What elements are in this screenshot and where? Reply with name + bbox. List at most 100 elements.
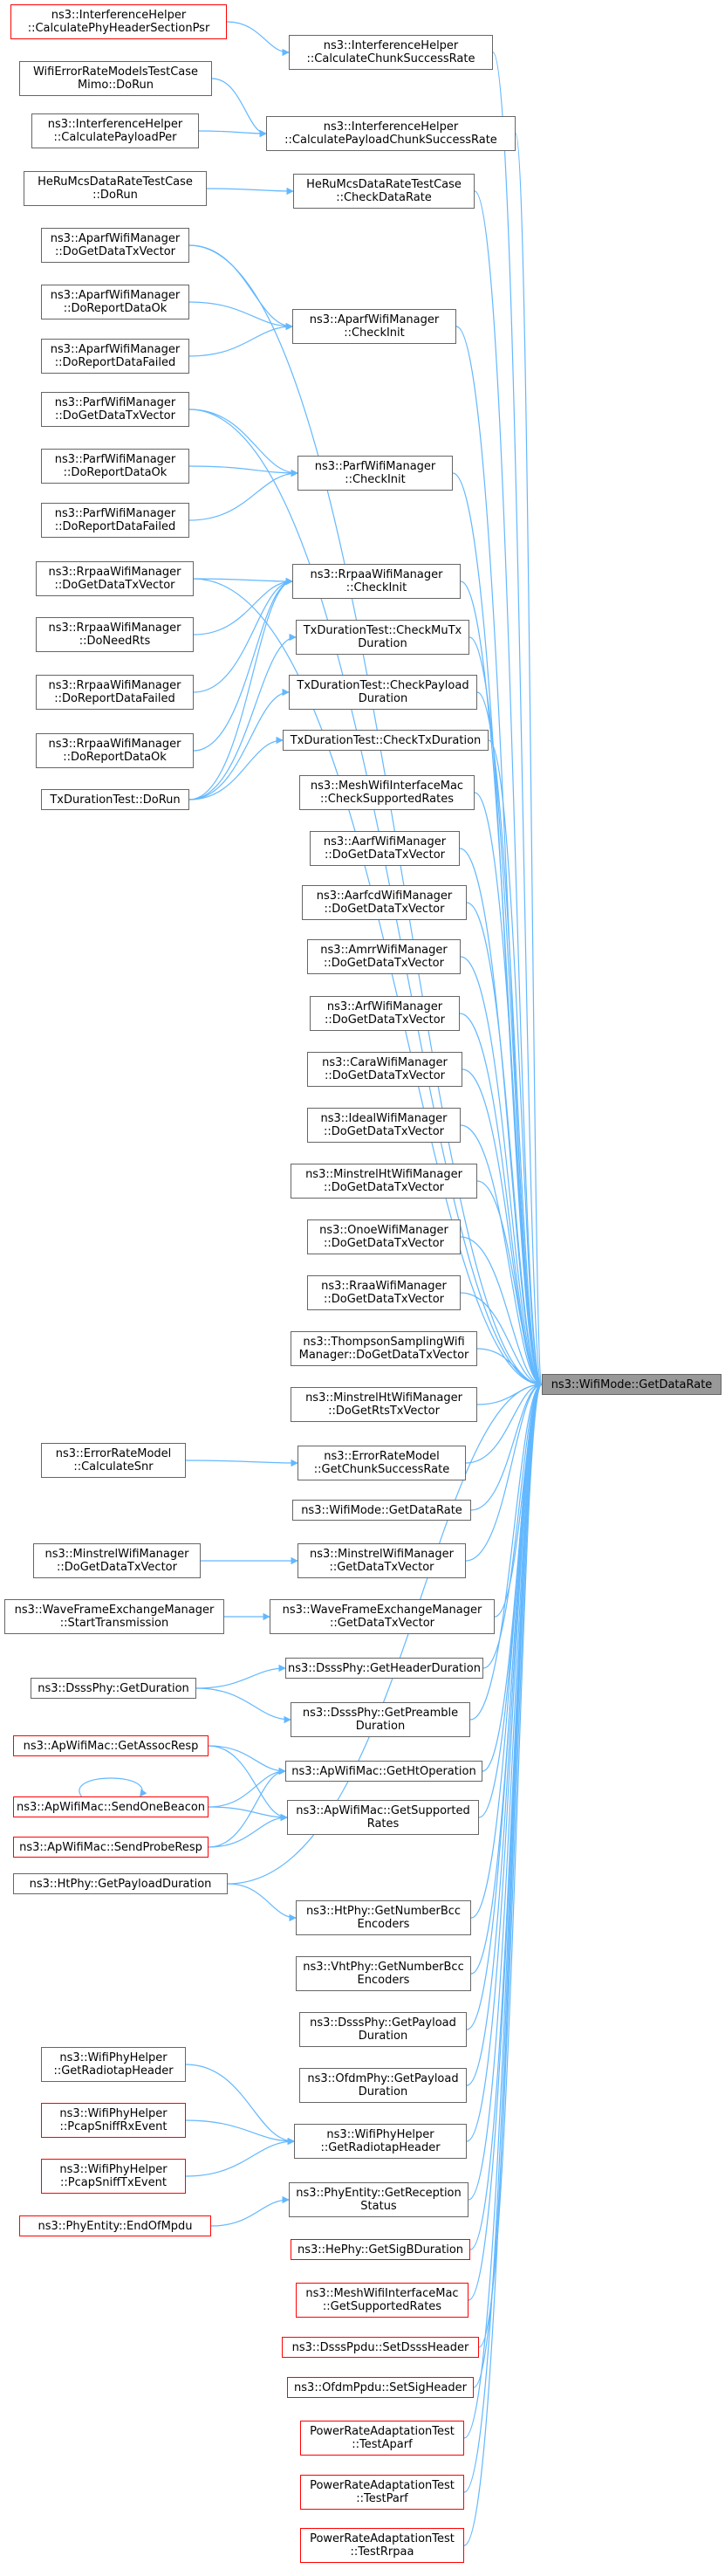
target-node-wifimode-getdatarate[interactable]: ns3::WifiMode::GetDataRate — [542, 1374, 722, 1395]
graph-node-ap-rok[interactable]: ns3::AparfWifiManager ::DoReportDataOk — [41, 285, 189, 319]
graph-node-ihcpp[interactable]: ns3::InterferenceHelper ::CalculatePaylo… — [31, 113, 199, 148]
graph-node-min-dgdtx[interactable]: ns3::MinstrelWifiManager ::DoGetDataTxVe… — [33, 1543, 201, 1578]
graph-node-rr-ci[interactable]: ns3::RrpaaWifiManager ::CheckInit — [292, 564, 461, 599]
edge-23 — [188, 577, 293, 800]
graph-node-arf[interactable]: ns3::ArfWifiManager ::DoGetDataTxVector — [310, 996, 460, 1031]
graph-node-minht-rts[interactable]: ns3::MinstrelHtWifiManager ::DoGetRtsTxV… — [291, 1387, 477, 1422]
graph-node-rr-rfail[interactable]: ns3::RrpaaWifiManager ::DoReportDataFail… — [36, 675, 194, 710]
graph-node-thompson[interactable]: ns3::ThompsonSamplingWifi Manager::DoGet… — [291, 1331, 477, 1366]
graph-node-pe-grs[interactable]: ns3::PhyEntity::GetReception Status — [289, 2182, 469, 2217]
graph-node-minht[interactable]: ns3::MinstrelHtWifiManager ::DoGetDataTx… — [291, 1164, 477, 1199]
edge-62 — [227, 1883, 297, 1922]
edge-10 — [188, 322, 293, 357]
edge-19 — [193, 577, 293, 635]
graph-node-he-gsbd[interactable]: ns3::HePhy::GetSigBDuration — [291, 2239, 470, 2260]
graph-node-ihcpcsr[interactable]: ns3::InterferenceHelper ::CalculatePaylo… — [266, 116, 516, 151]
graph-node-apm-gar[interactable]: ns3::ApWifiMac::GetAssocResp — [13, 1735, 209, 1756]
edge-80 — [463, 1381, 543, 2546]
graph-node-dsss-pdu[interactable]: ns3::DsssPpdu::SetDsssHeader — [282, 2337, 479, 2358]
graph-node-txd-pl[interactable]: TxDurationTest::CheckPayload Duration — [289, 675, 477, 710]
graph-node-erm-snr[interactable]: ns3::ErrorRateModel ::CalculateSnr — [41, 1443, 186, 1478]
edge-2 — [211, 78, 267, 138]
graph-node-txd-tx[interactable]: TxDurationTest::CheckTxDuration — [283, 730, 489, 751]
edge-55 — [208, 1767, 286, 1808]
edge-34 — [459, 1013, 543, 1389]
edge-37 — [476, 1180, 543, 1389]
edge-32 — [466, 902, 543, 1389]
graph-node-txd-mu[interactable]: TxDurationTest::CheckMuTx Duration — [296, 620, 469, 655]
graph-node-ap-ci[interactable]: ns3::AparfWifiManager ::CheckInit — [292, 309, 456, 344]
edge-33 — [460, 956, 543, 1389]
graph-node-pa-rfail[interactable]: ns3::ParfWifiManager ::DoReportDataFaile… — [41, 503, 189, 538]
graph-node-ofdm-pdu[interactable]: ns3::OfdmPpdu::SetSigHeader — [287, 2377, 474, 2398]
graph-node-apm-sob[interactable]: ns3::ApWifiMac::SendOneBeacon — [13, 1796, 209, 1817]
graph-node-pra-ap[interactable]: PowerRateAdaptationTest ::TestAparf — [300, 2421, 464, 2456]
graph-node-erm-gcsr[interactable]: ns3::ErrorRateModel ::GetChunkSuccessRat… — [298, 1446, 466, 1480]
graph-node-wph-rx[interactable]: ns3::WifiPhyHelper ::PcapSniffRxEvent — [41, 2103, 186, 2138]
graph-node-ht-gnbe[interactable]: ns3::HtPhy::GetNumberBcc Encoders — [296, 1900, 471, 1935]
graph-node-mesh-csr[interactable]: ns3::MeshWifiInterfaceMac ::CheckSupport… — [299, 775, 475, 810]
graph-node-rr-nrts[interactable]: ns3::RrpaaWifiManager ::DoNeedRts — [36, 617, 194, 652]
graph-node-pa-gdtx[interactable]: ns3::ParfWifiManager ::DoGetDataTxVector — [41, 392, 189, 427]
graph-node-wermtc[interactable]: WifiErrorRateModelsTestCase Mimo::DoRun — [19, 61, 212, 96]
graph-node-rraa[interactable]: ns3::RraaWifiManager ::DoGetDataTxVector — [307, 1275, 461, 1310]
graph-node-ihcpshsp[interactable]: ns3::InterferenceHelper ::CalculatePhyHe… — [10, 4, 227, 39]
edge-58 — [208, 1767, 286, 1848]
graph-node-apm-gsr[interactable]: ns3::ApWifiMac::GetSupported Rates — [287, 1800, 479, 1835]
graph-node-ihccsr[interactable]: ns3::InterferenceHelper ::CalculateChunk… — [289, 35, 493, 70]
edge-59 — [208, 1813, 288, 1848]
edge-3 — [198, 129, 267, 138]
graph-node-ideal[interactable]: ns3::IdealWifiManager ::DoGetDataTxVecto… — [307, 1108, 461, 1143]
edge-73 — [468, 1381, 543, 2201]
graph-node-ht-gpd[interactable]: ns3::HtPhy::GetPayloadDuration — [13, 1873, 228, 1894]
graph-node-txd-run[interactable]: TxDurationTest::DoRun — [41, 789, 189, 810]
graph-node-wfem-st[interactable]: ns3::WaveFrameExchangeManager ::StartTra… — [4, 1599, 224, 1634]
graph-node-dsss-gd[interactable]: ns3::DsssPhy::GetDuration — [31, 1678, 196, 1699]
graph-node-vht-gnbe[interactable]: ns3::VhtPhy::GetNumberBcc Encoders — [296, 1956, 471, 1991]
graph-node-pra-rr[interactable]: PowerRateAdaptationTest ::TestRrpaa — [300, 2528, 464, 2563]
graph-node-hemcscdr[interactable]: HeRuMcsDataRateTestCase ::CheckDataRate — [293, 174, 475, 209]
graph-node-hemcsdr[interactable]: HeRuMcsDataRateTestCase ::DoRun — [24, 171, 207, 206]
graph-node-pra-pa[interactable]: PowerRateAdaptationTest ::TestParf — [300, 2475, 464, 2510]
edge-17 — [193, 578, 543, 1389]
graph-node-onoe[interactable]: ns3::OnoeWifiManager ::DoGetDataTxVector — [307, 1219, 461, 1254]
graph-node-pe-eom[interactable]: ns3::PhyEntity::EndOfMpdu — [19, 2215, 211, 2236]
graph-node-aarf[interactable]: ns3::AarfWifiManager ::DoGetDataTxVector — [310, 831, 460, 866]
edge-43 — [465, 1380, 543, 1464]
graph-node-min-gdtx[interactable]: ns3::MinstrelWifiManager ::GetDataTxVect… — [298, 1543, 466, 1578]
graph-node-apm-spr[interactable]: ns3::ApWifiMac::SendProbeResp — [13, 1837, 209, 1858]
graph-node-amrr[interactable]: ns3::AmrrWifiManager ::DoGetDataTxVector — [307, 939, 461, 974]
edge-24 — [188, 633, 297, 800]
edge-6 — [474, 190, 543, 1388]
edge-77 — [473, 1381, 543, 2388]
graph-node-mesh-gsr[interactable]: ns3::MeshWifiInterfaceMac ::GetSupported… — [296, 2283, 469, 2318]
edge-15 — [188, 469, 298, 521]
edge-49 — [195, 1664, 286, 1689]
edge-63 — [227, 1380, 543, 1885]
edge-18 — [193, 577, 293, 586]
edge-42 — [185, 1459, 298, 1467]
graph-node-wph-grh[interactable]: ns3::WifiPhyHelper ::GetRadiotapHeader — [41, 2047, 186, 2082]
graph-node-aarfcd[interactable]: ns3::AarfcdWifiManager ::DoGetDataTxVect… — [302, 885, 467, 920]
graph-node-wph-grh2[interactable]: ns3::WifiPhyHelper ::GetRadiotapHeader — [294, 2124, 467, 2159]
edge-8 — [188, 244, 293, 331]
edge-54 — [208, 1745, 288, 1822]
graph-node-wm-gdr[interactable]: ns3::WifiMode::GetDataRate — [292, 1500, 471, 1521]
graph-node-ap-gdtx[interactable]: ns3::AparfWifiManager ::DoGetDataTxVecto… — [41, 228, 189, 263]
graph-node-pa-ci[interactable]: ns3::ParfWifiManager ::CheckInit — [298, 456, 453, 491]
graph-node-dsss-gpd[interactable]: ns3::DsssPhy::GetPreamble Duration — [291, 1702, 470, 1737]
graph-node-apm-gho[interactable]: ns3::ApWifiMac::GetHtOperation — [285, 1761, 482, 1782]
graph-node-wfem-gdtx[interactable]: ns3::WaveFrameExchangeManager ::GetDataT… — [270, 1599, 495, 1634]
graph-node-rr-gdtx[interactable]: ns3::RrpaaWifiManager ::DoGetDataTxVecto… — [36, 561, 194, 596]
graph-node-ap-rfail[interactable]: ns3::AparfWifiManager ::DoReportDataFail… — [41, 339, 189, 374]
graph-node-wph-tx[interactable]: ns3::WifiPhyHelper ::PcapSniffTxEvent — [41, 2159, 186, 2194]
graph-node-rr-rok[interactable]: ns3::RrpaaWifiManager ::DoReportDataOk — [36, 733, 194, 768]
graph-node-cara[interactable]: ns3::CaraWifiManager ::DoGetDataTxVector — [307, 1052, 462, 1087]
edge-39 — [460, 1292, 543, 1389]
edge-70 — [185, 2137, 295, 2177]
graph-node-dsss-ghd[interactable]: ns3::DsssPhy::GetHeaderDuration — [285, 1658, 483, 1679]
graph-node-pa-rok[interactable]: ns3::ParfWifiManager ::DoReportDataOk — [41, 449, 189, 484]
graph-node-dsss-gpld[interactable]: ns3::DsssPhy::GetPayload Duration — [299, 2012, 467, 2047]
graph-node-ofdm-gpld[interactable]: ns3::OfdmPhy::GetPayload Duration — [299, 2068, 467, 2103]
